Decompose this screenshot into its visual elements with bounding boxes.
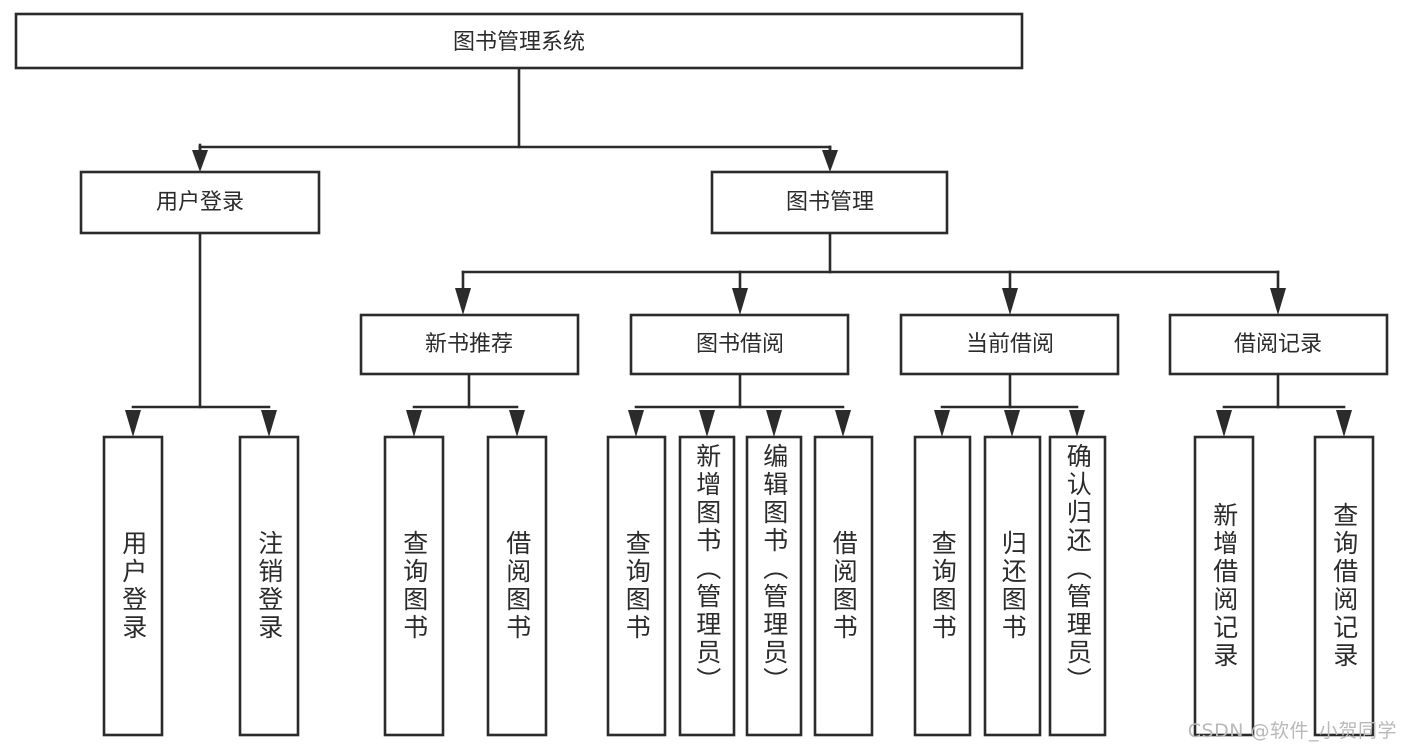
node-new-book-recommend[interactable]: 新书推荐	[359, 313, 580, 376]
node-user-login[interactable]: 用户登录	[79, 170, 321, 235]
node-new-book-recommend-box[interactable]	[359, 313, 580, 376]
arrow-to-borrow	[732, 288, 748, 315]
leaf-box-confirm-return-admin[interactable]	[1048, 435, 1107, 737]
node-borrow-records[interactable]: 借阅记录	[1168, 313, 1389, 376]
leaf-box-return-book[interactable]	[983, 435, 1042, 737]
node-user-login-box[interactable]	[79, 170, 321, 235]
node-borrow-records-label: 借阅记录	[1234, 332, 1322, 357]
node-root-label: 图书管理系统	[453, 30, 585, 55]
arrow-borrow-leaf2	[699, 410, 715, 437]
leaf-box-edit-book-admin[interactable]	[745, 435, 803, 737]
node-user-login-label: 用户登录	[156, 190, 244, 215]
leaf-box-logout[interactable]	[238, 435, 300, 737]
arrow-records-leaf2	[1336, 410, 1352, 437]
arrow-current-leaf2	[1004, 410, 1020, 437]
node-root[interactable]: 图书管理系统	[14, 12, 1024, 70]
arrow-to-records	[1270, 288, 1286, 315]
leaf-box-add-borrow-record[interactable]	[1193, 435, 1255, 737]
node-current-borrow[interactable]: 当前借阅	[899, 313, 1120, 376]
arrow-to-book-mgmt	[822, 150, 838, 172]
arrow-records-leaf1	[1216, 410, 1232, 437]
arrow-user-login-leaf1	[125, 410, 141, 437]
leaf-box-user-login[interactable]	[102, 435, 164, 737]
arrow-user-login-leaf2	[261, 410, 277, 437]
node-book-management[interactable]: 图书管理	[710, 170, 949, 235]
arrow-to-current	[1002, 288, 1018, 315]
leaf-box-layer[interactable]	[102, 435, 1375, 737]
node-root-box[interactable]	[14, 12, 1024, 70]
arrow-newbook-leaf2	[509, 410, 525, 437]
arrow-newbook-leaf1	[406, 410, 422, 437]
leaf-box-add-book-admin[interactable]	[678, 435, 736, 737]
arrow-to-newbook	[455, 288, 471, 315]
leaf-box-query-borrow-record[interactable]	[1313, 435, 1375, 737]
csdn-watermark: CSDN @软件_小贺同学	[1187, 720, 1397, 742]
connector-layer	[125, 66, 1352, 437]
leaf-box-borrow-book-new[interactable]	[486, 435, 548, 737]
node-book-management-box[interactable]	[710, 170, 949, 235]
node-book-borrow-box[interactable]	[629, 313, 850, 376]
node-current-borrow-box[interactable]	[899, 313, 1120, 376]
node-borrow-records-box[interactable]	[1168, 313, 1389, 376]
arrow-current-leaf1	[934, 410, 950, 437]
arrow-current-leaf3	[1069, 410, 1085, 437]
leaf-box-query-book-borrow[interactable]	[606, 435, 667, 737]
arrow-borrow-leaf1	[628, 410, 644, 437]
node-current-borrow-label: 当前借阅	[966, 332, 1054, 357]
leaf-box-query-book-new[interactable]	[383, 435, 445, 737]
arrow-borrow-leaf4	[835, 410, 851, 437]
node-book-borrow[interactable]: 图书借阅	[629, 313, 850, 376]
arrow-borrow-leaf3	[766, 410, 782, 437]
leaf-box-query-book-current[interactable]	[913, 435, 972, 737]
arrow-to-user-login	[192, 150, 208, 172]
node-book-borrow-label: 图书借阅	[696, 332, 784, 357]
node-new-book-recommend-label: 新书推荐	[425, 332, 513, 357]
node-book-management-label: 图书管理	[786, 190, 874, 215]
leaf-box-borrow-book[interactable]	[813, 435, 874, 737]
